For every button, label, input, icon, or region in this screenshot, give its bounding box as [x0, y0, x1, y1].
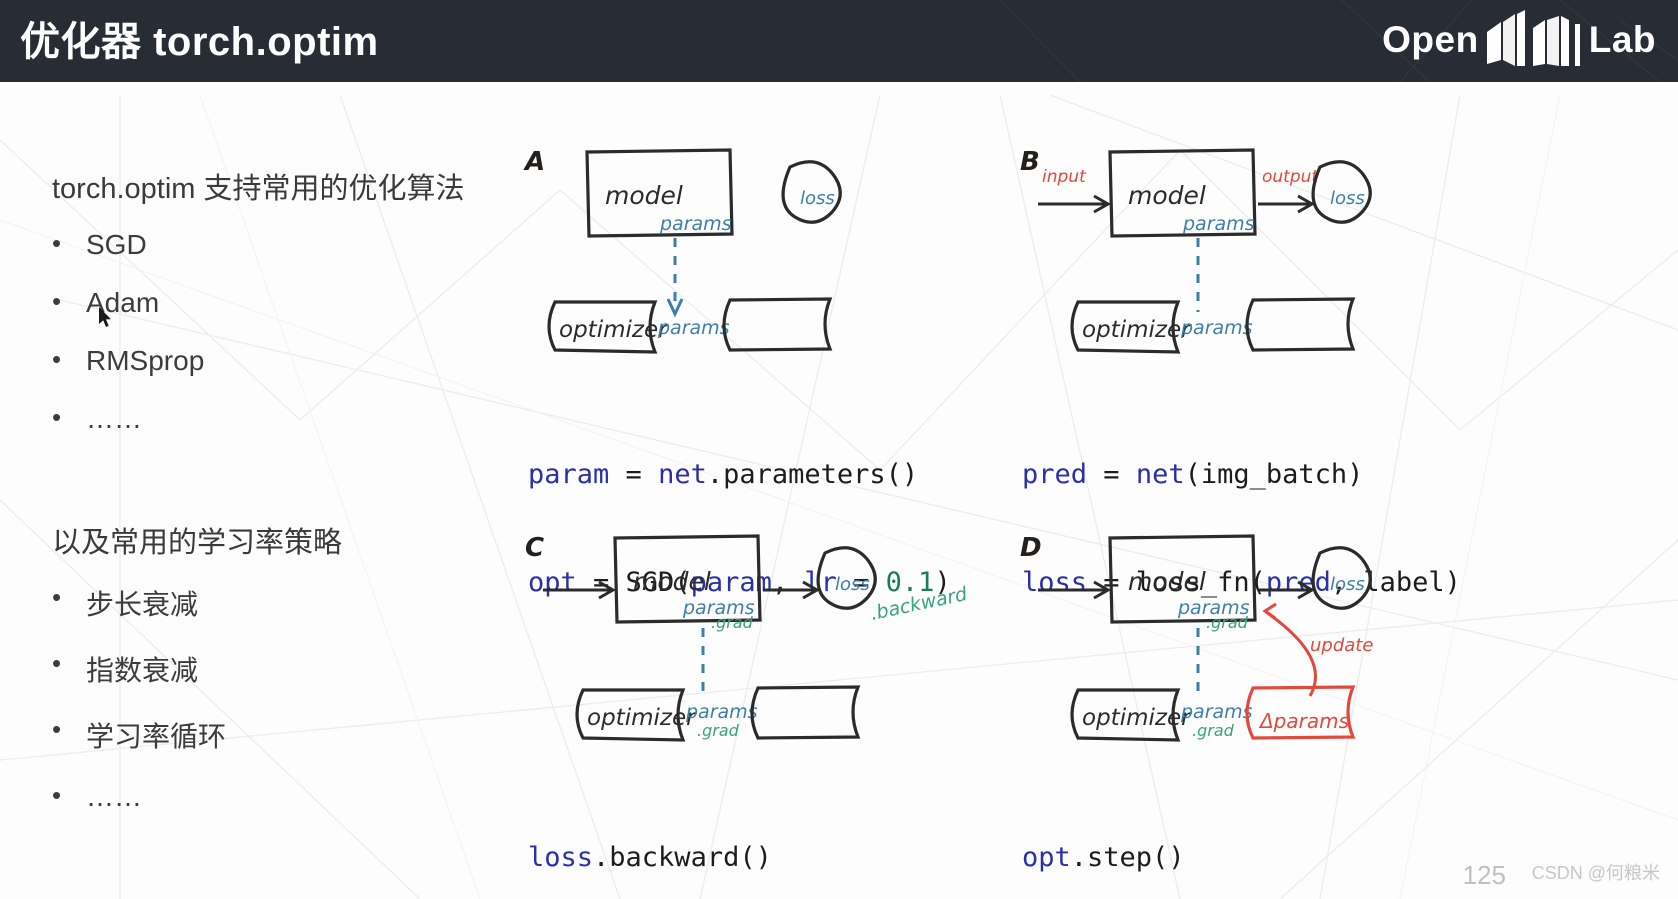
bullet-icon: • — [52, 286, 62, 316]
panel-d-diagram: model params .grad loss update optimizer… — [1038, 534, 1373, 742]
list-item-label: 学习率循环 — [86, 721, 227, 752]
list-item: • Adam — [52, 286, 522, 319]
bullet-icon: • — [52, 402, 62, 432]
panel-c-optimizer-label: optimizer — [587, 705, 697, 731]
mouse-cursor-icon — [99, 307, 111, 327]
optim-algorithms-list: • SGD • Adam • RMSprop • …… — [52, 228, 522, 435]
panel-c-loss-label: loss — [835, 574, 870, 595]
panel-b-params-label: params — [1182, 213, 1255, 235]
code-line: pred = net(img_batch) — [1022, 458, 1364, 490]
panel-c-code: loss.backward() — [528, 768, 772, 899]
bullet-icon: • — [52, 344, 62, 374]
list-item-label: SGD — [86, 229, 147, 260]
bullet-icon: • — [52, 780, 62, 810]
bullet-icon: • — [52, 228, 62, 258]
list-item: • 指数衰减 — [52, 648, 522, 689]
panel-d-letter: D — [1020, 533, 1042, 563]
mm-mark-icon — [1486, 10, 1580, 66]
panel-b: B input model params output loss optimiz… — [1020, 142, 1420, 357]
list-item-label: …… — [86, 781, 142, 812]
code-line: opt.step() — [1022, 841, 1185, 873]
panel-b-optimizer-params-label: params — [1180, 317, 1253, 339]
list-item-label: 步长衰减 — [86, 589, 199, 620]
optim-algorithms-heading: torch.optim 支持常用的优化算法 — [52, 173, 465, 205]
panel-c-model-label: model — [633, 567, 711, 596]
panel-b-letter: B — [1020, 147, 1040, 177]
bullet-icon: • — [52, 582, 62, 612]
left-content-column: torch.optim 支持常用的优化算法 • SGD • Adam • RMS… — [52, 165, 522, 839]
panel-d: D model params .grad loss update optimiz… — [1020, 528, 1440, 743]
panel-c: C model params .grad loss .backward opti… — [525, 528, 970, 743]
list-item: • 学习率循环 — [52, 714, 522, 755]
panel-b-model-label: model — [1128, 181, 1206, 210]
bullet-icon: • — [52, 714, 62, 744]
logo-text-lab: Lab — [1588, 18, 1656, 60]
lr-policies-heading: 以及常用的学习率策略 — [52, 527, 343, 559]
list-item-label: 指数衰减 — [86, 655, 199, 686]
panel-c-optimizer-grad-label: .grad — [697, 721, 740, 740]
header-pattern — [998, 0, 1678, 82]
lr-policies-list: • 步长衰减 • 指数衰减 • 学习率循环 • …… — [52, 582, 522, 813]
panel-b-diagram: input model params output loss optimizer… — [1038, 148, 1372, 354]
panel-a-model-label: model — [605, 181, 683, 210]
panel-b-optimizer-label: optimizer — [1082, 317, 1192, 343]
bullet-icon: • — [52, 648, 62, 678]
panel-d-model-label: model — [1128, 567, 1206, 596]
panel-a-params-label: params — [659, 213, 732, 235]
panel-d-optimizer-grad-label: .grad — [1192, 721, 1235, 740]
panel-c-letter: C — [525, 533, 545, 563]
page-number: 125 — [1462, 860, 1506, 890]
list-item-label: Adam — [86, 287, 160, 318]
panel-d-optimizer-label: optimizer — [1082, 705, 1192, 731]
panel-a-optimizer-label: optimizer — [559, 317, 669, 343]
list-item: • …… — [52, 402, 522, 435]
panel-d-optimizer-params-label: params — [1180, 701, 1253, 723]
panel-c-optimizer-params-label: params — [685, 701, 758, 723]
panel-c-backward-label: .backward — [868, 583, 970, 625]
list-item: • SGD — [52, 228, 522, 261]
panel-d-loss-label: loss — [1330, 574, 1365, 595]
panel-d-update-label: update — [1310, 635, 1373, 656]
openmmlab-logo: Open Lab — [1382, 8, 1656, 70]
list-item: • 步长衰减 — [52, 582, 522, 623]
section-spacer — [52, 461, 522, 519]
panel-a-optimizer-params-label: params — [657, 317, 730, 339]
code-line: loss.backward() — [528, 841, 772, 873]
panel-a: A model params loss optimizer params — [525, 142, 925, 357]
panel-b-output-label: output — [1262, 167, 1319, 187]
panel-c-grad-label: .grad — [711, 613, 754, 632]
logo-text-open: Open — [1382, 18, 1479, 60]
panel-c-diagram: model params .grad loss .backward optimi… — [543, 534, 970, 742]
panel-d-code: opt.step() — [1022, 768, 1185, 899]
panel-d-grad-label: .grad — [1206, 613, 1249, 632]
slide-header: 优化器 torch.optim Open Lab — [0, 0, 1678, 82]
code-line: param = net.parameters() — [528, 458, 919, 490]
list-item: • …… — [52, 780, 522, 813]
panel-b-input-label: input — [1042, 167, 1087, 187]
watermark: CSDN @何粮米 — [1531, 863, 1660, 883]
page-title: 优化器 torch.optim — [20, 20, 379, 64]
panel-b-loss-label: loss — [1330, 188, 1365, 209]
panel-d-delta-params-label: Δparams — [1258, 709, 1349, 733]
list-item-label: RMSprop — [86, 345, 205, 376]
panel-a-letter: A — [525, 147, 546, 177]
panel-a-loss-label: loss — [800, 188, 835, 209]
list-item: • RMSprop — [52, 344, 522, 377]
panel-a-diagram: model params loss optimizer params — [547, 148, 842, 354]
list-item-label: …… — [86, 403, 142, 434]
